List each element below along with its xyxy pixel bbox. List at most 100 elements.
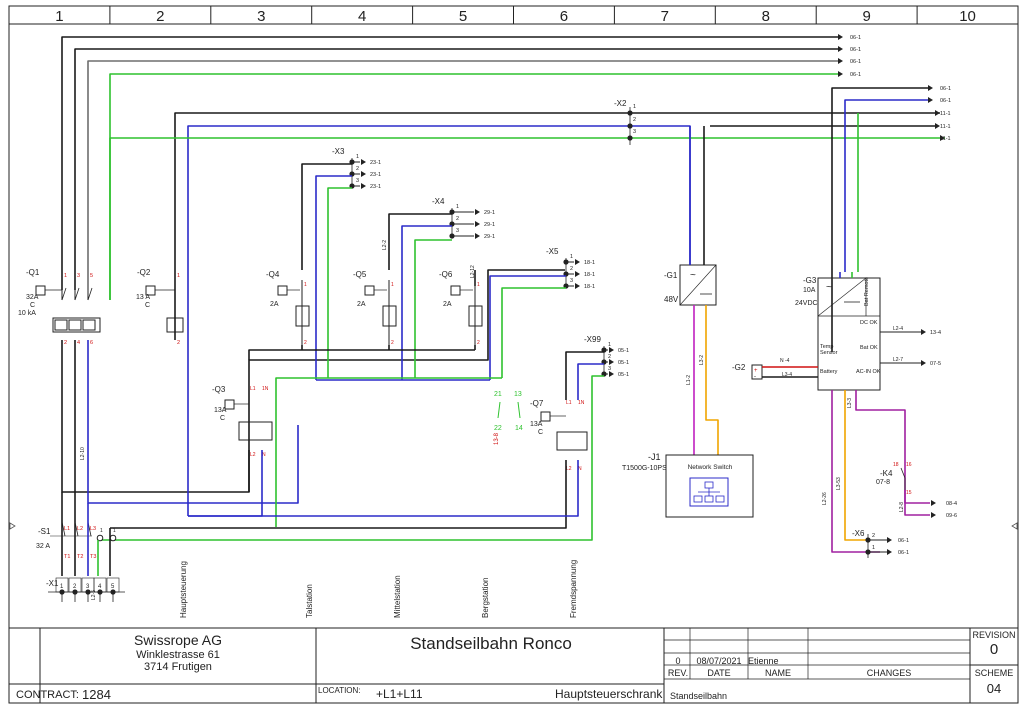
s1-bottom-term: T1 [64, 554, 70, 560]
wire-blue-x3-2 [315, 175, 352, 380]
contact-a [497, 401, 501, 419]
g3-temp-label: Temp [820, 344, 833, 350]
wire-black-x99-1 [565, 351, 604, 400]
q1-trip-element [82, 319, 96, 331]
x4-tag: -X4 [432, 197, 445, 206]
wire-blue-x99-2 [577, 363, 604, 400]
x3-ref: 23-1 [370, 160, 381, 166]
x99-ref: 05-1 [618, 360, 629, 366]
q7-term: N [578, 466, 582, 472]
network-switch-icon [689, 477, 729, 507]
s1-n-label: 1 [113, 528, 116, 534]
q4-rating: 2A [270, 301, 279, 308]
x99-term-num: 1 [608, 342, 611, 348]
wire-blue-x4-2 [401, 225, 452, 380]
x99-ref: 05-1 [618, 372, 629, 378]
wire-blue-q3-out [188, 450, 263, 517]
q5-rating: 2A [357, 301, 366, 308]
location-value: +L1+L11 [376, 687, 423, 701]
q1-contact [61, 287, 67, 301]
q3-handle [224, 399, 235, 410]
x1-term-num: 4 [98, 584, 102, 590]
network-icon-node [715, 495, 725, 503]
column-number-9: 9 [862, 8, 870, 25]
wire-label: N -4 [780, 358, 790, 364]
x2-term-num: 1 [633, 104, 636, 110]
wire-purple-k4 [855, 390, 930, 516]
x5-term-num: 2 [570, 266, 573, 272]
g3-sensor-label: Sensor [820, 350, 838, 356]
network-switch-label: Network Switch [688, 464, 733, 471]
x99-arrow [609, 359, 614, 365]
sheet-border [8, 5, 1019, 704]
wire-label: L2-10 [80, 447, 86, 460]
company-city: 3714 Frutigen [144, 661, 212, 673]
q3-tag: -Q3 [212, 385, 226, 394]
q5-term: 2 [391, 340, 394, 346]
q2-handle [145, 285, 156, 296]
k4-term: 18 [893, 462, 899, 468]
x6-tag: -X6 [852, 529, 865, 538]
company-name: Swissrope AG [134, 632, 222, 648]
x99-arrow [609, 371, 614, 377]
q5-term: 1 [391, 282, 394, 288]
k4-term: 16 [906, 462, 912, 468]
q1-trip-element [68, 319, 82, 331]
network-switch-box [665, 454, 754, 518]
s1-n-terminal [96, 534, 104, 542]
q1-bottom-term: 2 [64, 340, 67, 346]
sheet-edge-marker [1011, 522, 1018, 530]
x5-term-num: 3 [570, 278, 573, 284]
wire-black-g3-in [831, 87, 928, 352]
g2-tag: -G2 [732, 363, 746, 372]
x5-ref: 18-1 [584, 260, 595, 266]
q6-trip [468, 305, 483, 327]
contact-a-bottom: 22 [494, 425, 502, 432]
x1-term-num: 2 [73, 584, 77, 590]
wire-label: L2-26 [822, 492, 828, 505]
column-number-6: 6 [560, 8, 568, 25]
q1-breaking: 10 kA [18, 310, 36, 317]
date-header: DATE [707, 668, 731, 678]
bottom-label-bergstation: Bergstation [481, 578, 490, 618]
q1-bottom-term: 4 [77, 340, 80, 346]
top-bus-ref: 06-1 [850, 35, 861, 41]
q7-rating: 13A [530, 421, 543, 428]
project-title: Standseilbahn Ronco [410, 634, 572, 653]
s1-bottom-term: T3 [90, 554, 96, 560]
right-bus-ref: 11-1 [940, 136, 951, 142]
k4-out-ref: 08-4 [946, 501, 957, 507]
x4-ref: 29-1 [484, 210, 495, 216]
q6-term: 1 [477, 282, 480, 288]
wire-black-x4-1 [388, 213, 452, 270]
q6-handle [450, 285, 461, 296]
x5-arrow [575, 283, 580, 289]
column-number-2: 2 [156, 8, 164, 25]
g1-tag: -G1 [664, 271, 678, 280]
q1-handle [35, 285, 46, 296]
wire-label: L3-3 [847, 398, 853, 408]
k4-term: 15 [906, 490, 912, 496]
x6-ref: 06-1 [898, 538, 909, 544]
q1-tag: -Q1 [26, 268, 40, 277]
rev-number: 0 [675, 656, 681, 666]
rev-date: 08/07/2021 [696, 656, 742, 666]
sheet-edge-marker [9, 522, 16, 530]
wire-green-x3-3 [327, 187, 352, 378]
q5-handle [364, 285, 375, 296]
column-number-10: 10 [959, 8, 976, 25]
q1-contact [74, 287, 80, 301]
column-number-5: 5 [459, 8, 467, 25]
q4-term: 1 [304, 282, 307, 288]
s1-bottom-term: T2 [77, 554, 83, 560]
x4-term-num: 1 [456, 204, 459, 210]
q7-handle [540, 411, 551, 422]
wire-label: L3-53 [836, 477, 842, 490]
s1-n-terminal [109, 534, 117, 542]
q4-tag: -Q4 [266, 270, 280, 279]
x2-term-num: 2 [633, 117, 636, 123]
k4-tag: -K4 [880, 469, 893, 478]
x99-arrow [609, 347, 614, 353]
company-street: Winklestrasse 61 [136, 649, 220, 661]
